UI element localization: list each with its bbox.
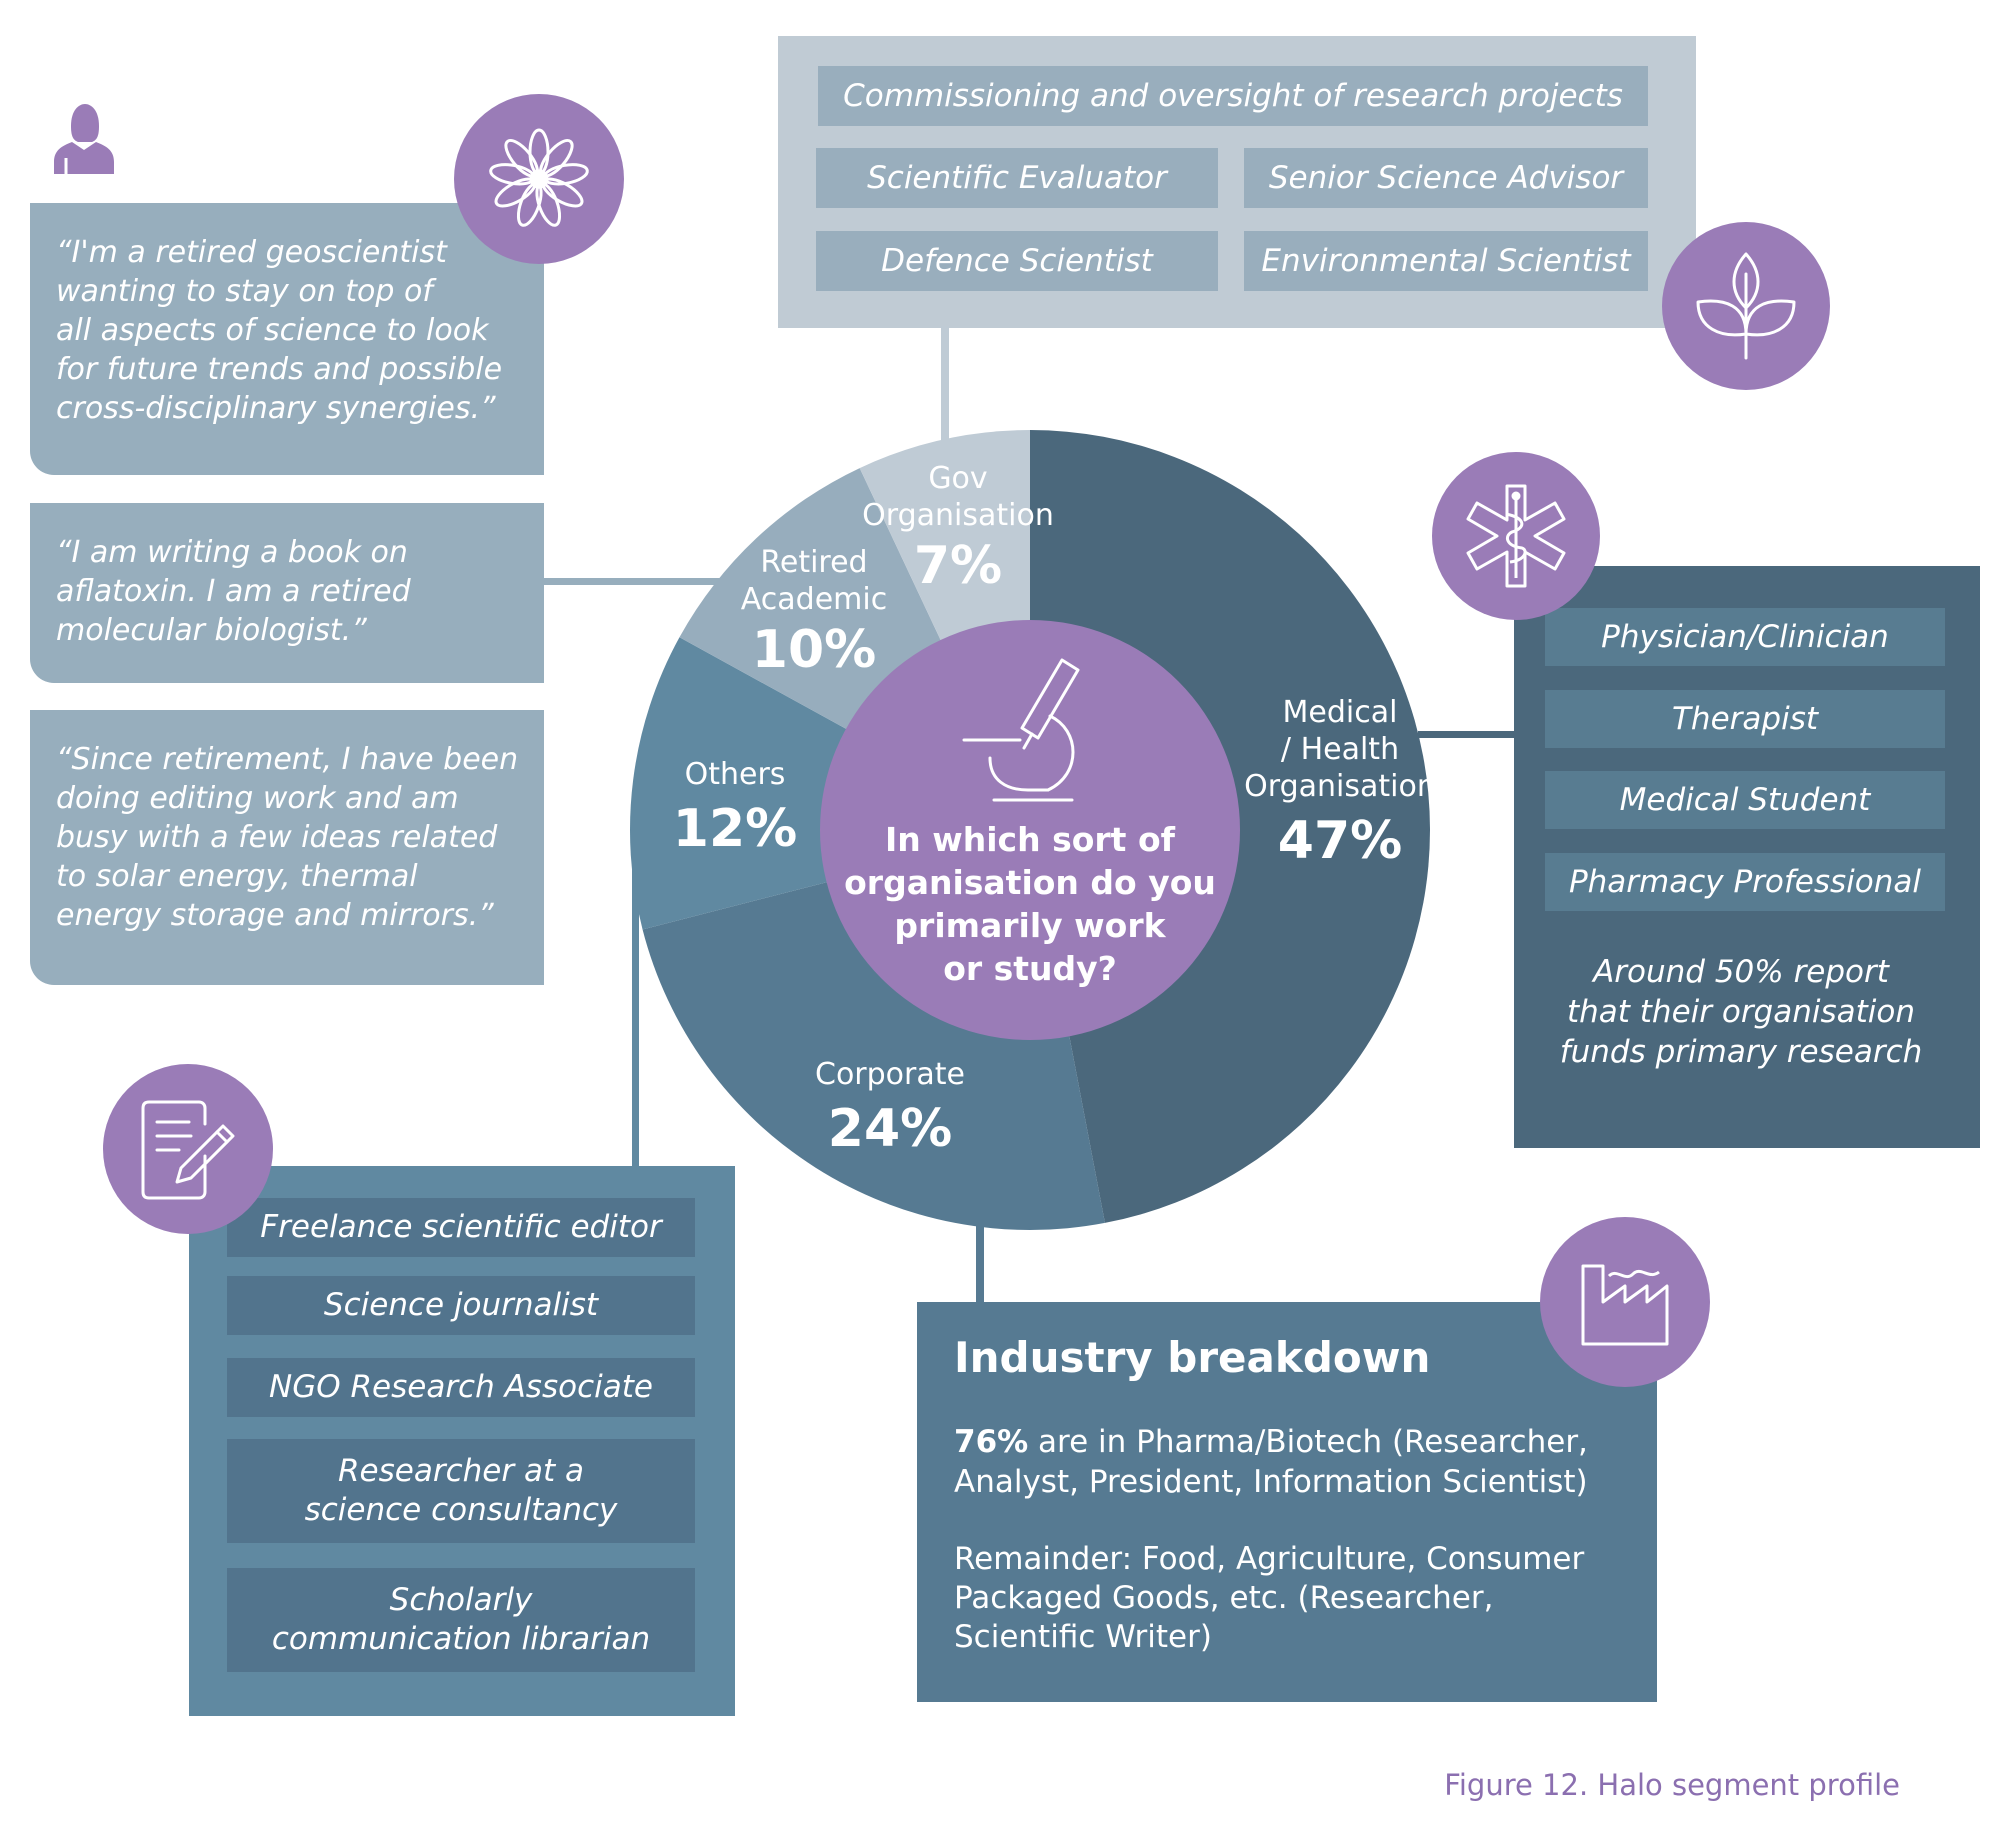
- others-role-line: Science journalist: [323, 1287, 599, 1323]
- medical-role-pharmacy: Pharmacy Professional: [1545, 853, 1945, 911]
- others-role-line: Scholarly: [389, 1582, 533, 1618]
- slice-percent: 12%: [672, 799, 798, 859]
- industry-remainder-text: Remainder: Food, Agriculture, Consumer P…: [954, 1540, 1644, 1657]
- medical-connector: [1418, 731, 1518, 738]
- slice-name-line: Academic: [740, 582, 888, 617]
- industry-line1: are in Pharma/Biotech (Researcher,: [1028, 1424, 1588, 1460]
- slice-label-gov: Gov Organisation 7%: [858, 460, 1058, 596]
- slice-name-line: Organisation: [1244, 769, 1436, 804]
- slice-name-line: Gov: [928, 461, 988, 496]
- medical-star-icon-circle: [1432, 452, 1600, 620]
- others-role-freelance-editor: Freelance scientific editor: [227, 1198, 695, 1257]
- slice-name-line: Medical: [1282, 695, 1398, 730]
- quote-line: cross-disciplinary synergies.”: [56, 391, 496, 426]
- quote-line: energy storage and mirrors.”: [56, 898, 494, 933]
- leaf-icon: [1696, 252, 1796, 360]
- others-connector: [632, 870, 639, 1170]
- others-role-ngo-associate: NGO Research Associate: [227, 1358, 695, 1417]
- slice-name-line: Organisation: [862, 498, 1054, 533]
- slice-label-retired: Retired Academic 10%: [714, 544, 914, 680]
- gov-role-defence-scientist: Defence Scientist: [816, 231, 1218, 291]
- slice-percent: 10%: [751, 620, 877, 680]
- industry-title: Industry breakdown: [954, 1333, 1431, 1382]
- medical-note: Around 50% report that their organisatio…: [1534, 952, 1948, 1072]
- industry-connector: [976, 1212, 984, 1306]
- quote-line: for future trends and possible: [56, 352, 503, 387]
- quote-line: all aspects of science to look: [56, 313, 489, 348]
- retired-connector: [544, 578, 724, 585]
- slice-name-line: / Health: [1280, 732, 1400, 767]
- others-role-science-journalist: Science journalist: [227, 1276, 695, 1335]
- industry-line2: Analyst, President, Information Scientis…: [954, 1464, 1588, 1500]
- slice-name-line: Retired: [760, 545, 868, 580]
- medical-star-icon: [1466, 484, 1566, 588]
- others-role-consultancy-researcher: Researcher at a science consultancy: [227, 1439, 695, 1543]
- retired-quote-1: “I'm a retired geoscientist wanting to s…: [30, 203, 544, 475]
- question-line: or study?: [943, 949, 1117, 988]
- industry-remainder-line: Packaged Goods, etc. (Researcher,: [954, 1580, 1494, 1616]
- question-line: In which sort of: [885, 820, 1175, 859]
- quote-line: busy with a few ideas related: [56, 820, 498, 855]
- retired-quote-2: “I am writing a book on aflatoxin. I am …: [30, 503, 544, 683]
- flower-icon-circle: [454, 94, 624, 264]
- industry-remainder-line: Scientific Writer): [954, 1619, 1212, 1655]
- quote-line: “I'm a retired geoscientist: [56, 235, 447, 270]
- slice-percent: 24%: [827, 1099, 953, 1159]
- gov-connector: [941, 326, 949, 448]
- slice-percent: 47%: [1277, 811, 1403, 871]
- slice-name-line: Corporate: [815, 1057, 965, 1092]
- slice-percent: 7%: [913, 536, 1003, 596]
- donut-chart: [630, 430, 1430, 1230]
- quote-line: to solar energy, thermal: [56, 859, 418, 894]
- person-icon: [54, 104, 114, 174]
- others-role-line: Freelance scientific editor: [260, 1209, 662, 1245]
- slice-label-corporate: Corporate 24%: [780, 1056, 1000, 1159]
- factory-icon: [1581, 1264, 1669, 1346]
- medical-note-line: funds primary research: [1559, 1034, 1923, 1070]
- industry-remainder-line: Remainder: Food, Agriculture, Consumer: [954, 1541, 1585, 1577]
- gov-role-environmental-scientist: Environmental Scientist: [1244, 231, 1648, 291]
- quote-line: doing editing work and am: [56, 781, 459, 816]
- gov-role-scientific-evaluator: Scientific Evaluator: [816, 148, 1218, 208]
- document-pen-icon: [141, 1100, 235, 1200]
- gov-role-senior-science-advisor: Senior Science Advisor: [1244, 148, 1648, 208]
- others-role-line: NGO Research Associate: [269, 1369, 653, 1405]
- quote-line: “Since retirement, I have been: [56, 742, 519, 777]
- others-role-line: communication librarian: [271, 1621, 651, 1657]
- gov-role-commissioning: Commissioning and oversight of research …: [818, 66, 1648, 126]
- factory-icon-circle: [1540, 1217, 1710, 1387]
- quote-line: “I am writing a book on: [56, 535, 408, 570]
- industry-panel: Industry breakdown 76% are in Pharma/Bio…: [917, 1302, 1657, 1702]
- medical-note-line: that their organisation: [1566, 994, 1916, 1030]
- slice-name-line: Others: [684, 757, 786, 792]
- industry-pharma-text: 76% are in Pharma/Biotech (Researcher, A…: [954, 1422, 1644, 1502]
- others-role-line: Researcher at a: [338, 1453, 584, 1489]
- quote-line: wanting to stay on top of: [56, 274, 433, 309]
- question-line: primarily work: [894, 906, 1166, 945]
- medical-note-line: Around 50% report: [1593, 954, 1889, 990]
- others-role-librarian: Scholarly communication librarian: [227, 1568, 695, 1672]
- slice-label-others: Others 12%: [640, 756, 830, 859]
- donut-center-circle: [820, 620, 1240, 1040]
- question-line: organisation do you: [844, 863, 1216, 902]
- medical-role-physician: Physician/Clinician: [1545, 608, 1945, 666]
- figure-caption: Figure 12. Halo segment profile: [1444, 1768, 1900, 1802]
- medical-role-medical-student: Medical Student: [1545, 771, 1945, 829]
- slice-label-medical: Medical / Health Organisation 47%: [1230, 694, 1450, 871]
- center-question: In which sort of organisation do you pri…: [830, 818, 1230, 990]
- others-role-line: science consultancy: [304, 1492, 618, 1528]
- flower-icon: [489, 128, 589, 227]
- industry-stat: 76%: [954, 1424, 1029, 1460]
- leaf-icon-circle: [1662, 222, 1830, 390]
- microscope-icon: [962, 658, 1080, 802]
- medical-role-therapist: Therapist: [1545, 690, 1945, 748]
- quote-line: molecular biologist.”: [56, 613, 367, 648]
- retired-quote-3: “Since retirement, I have been doing edi…: [30, 710, 544, 985]
- document-pen-icon-circle: [103, 1064, 273, 1234]
- quote-line: aflatoxin. I am a retired: [56, 574, 411, 609]
